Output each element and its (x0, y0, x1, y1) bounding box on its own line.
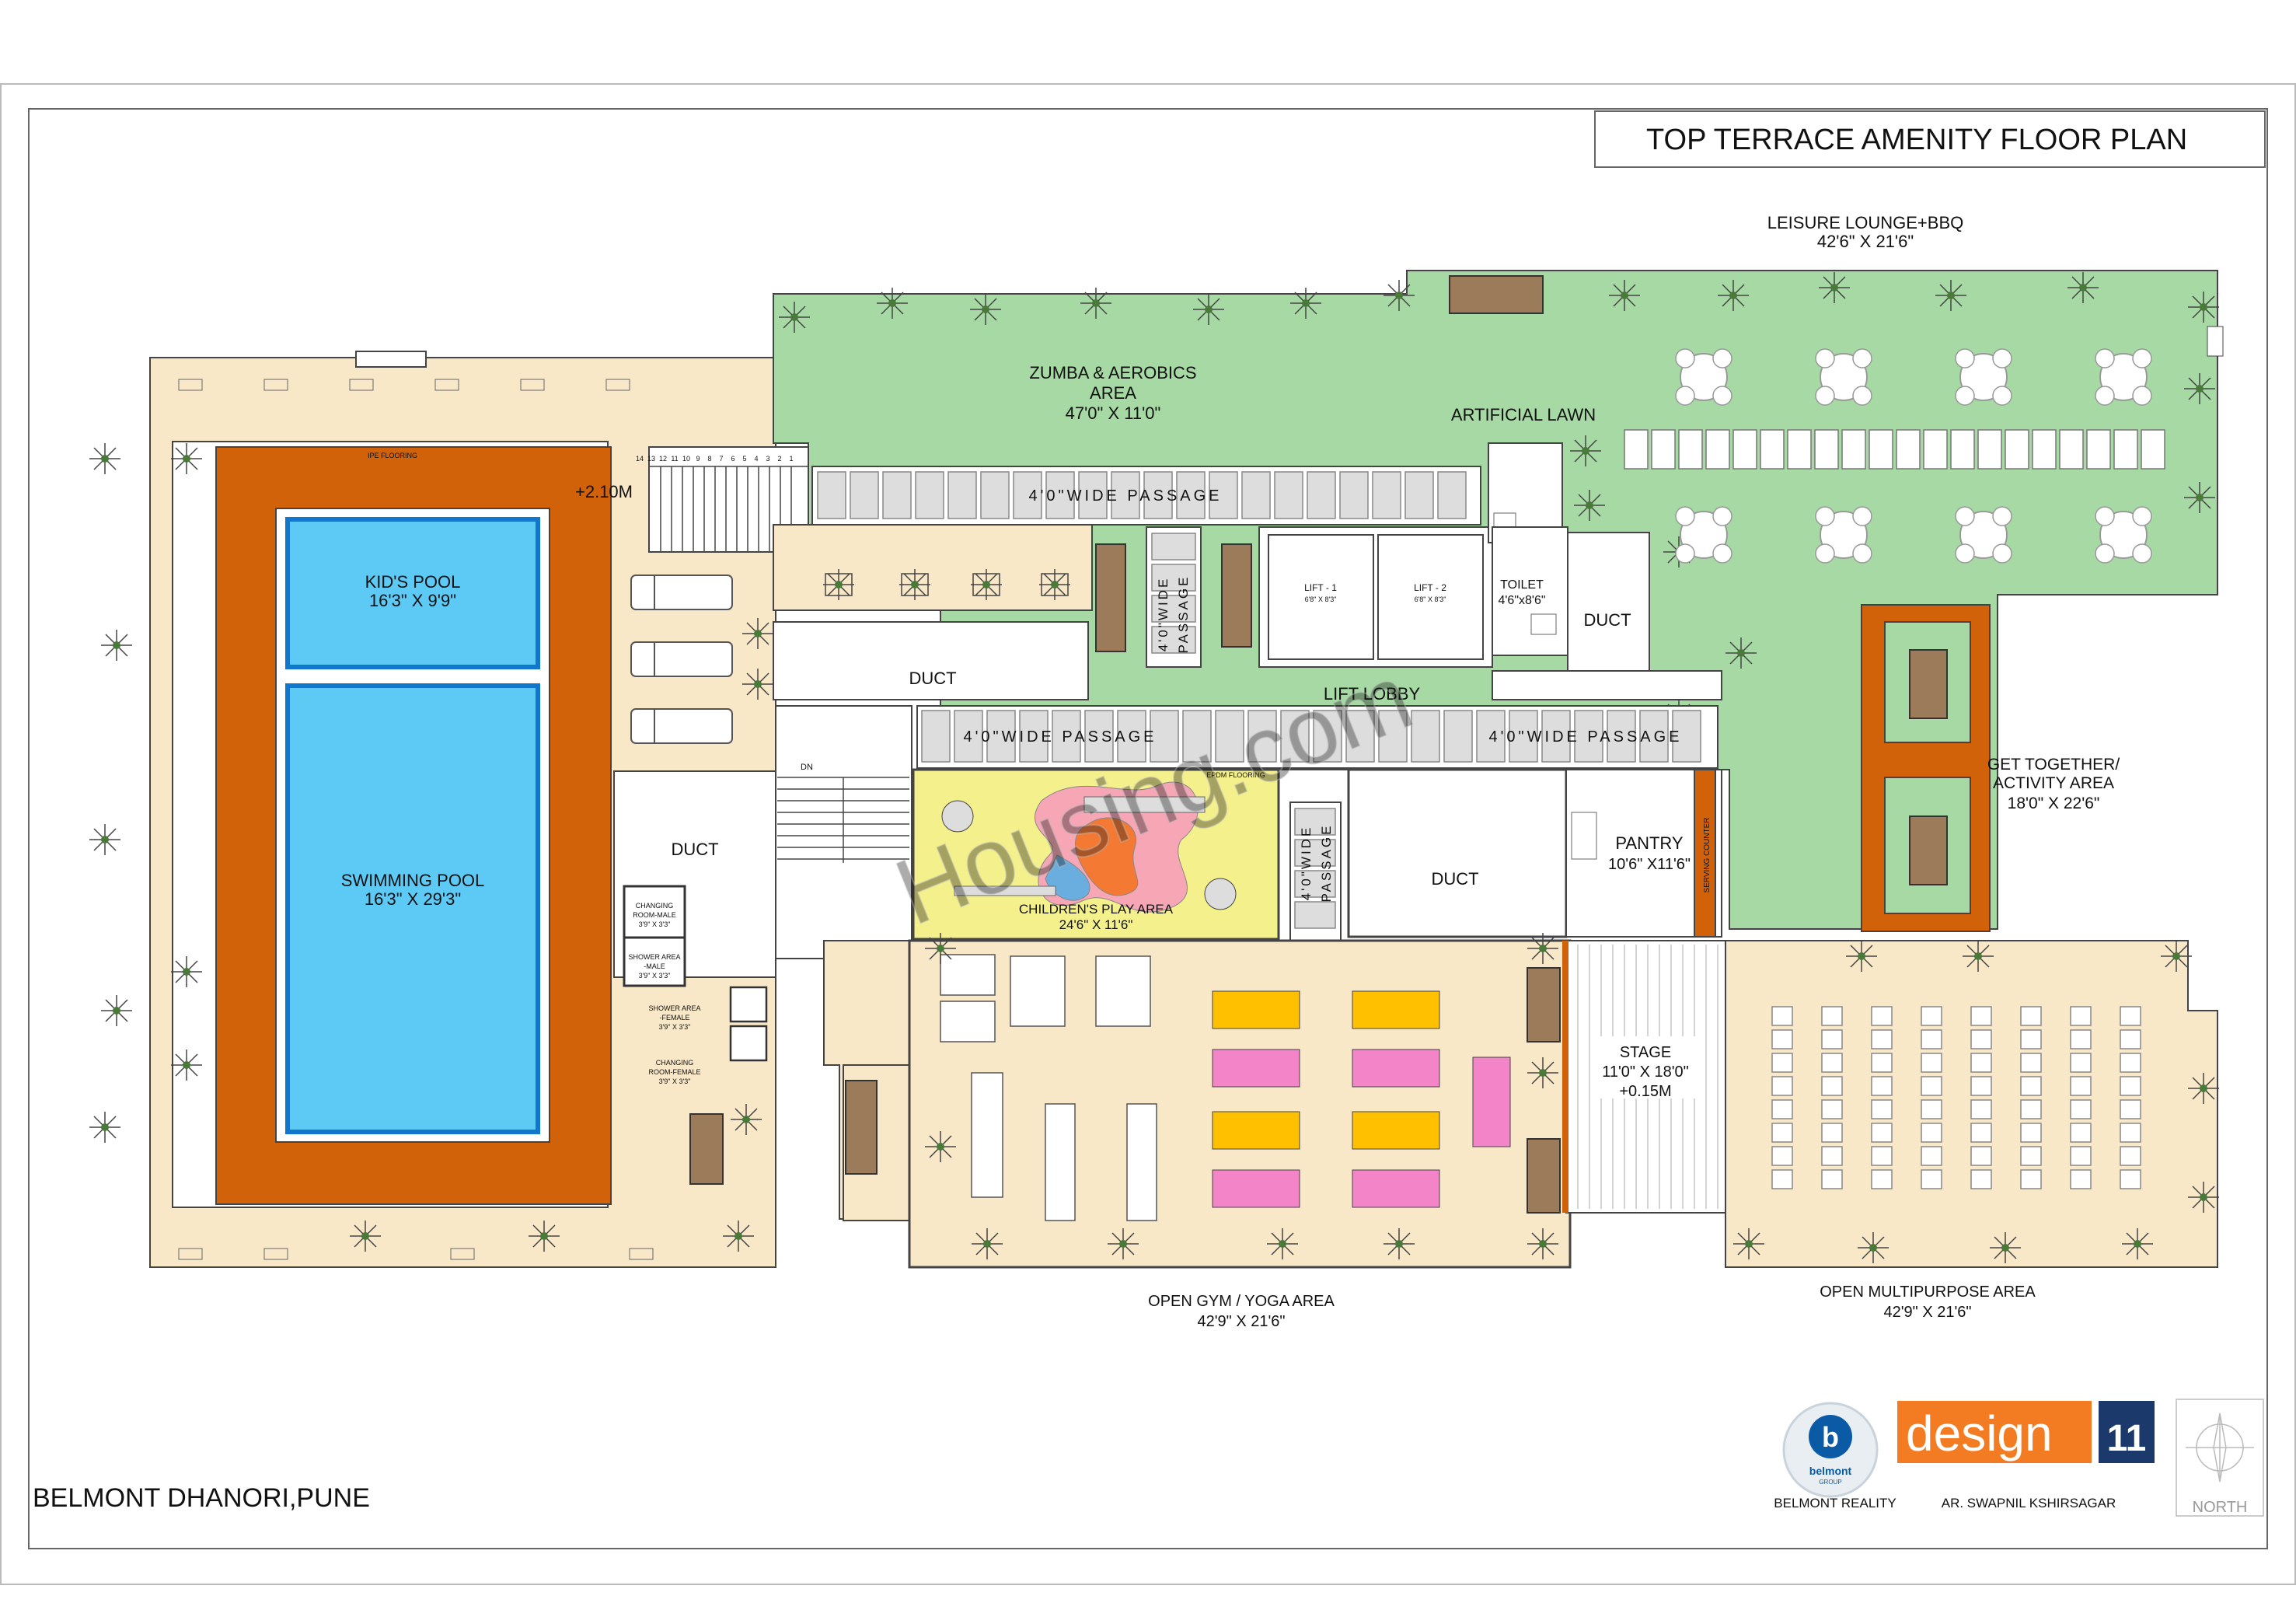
svg-text:4'0"WIDE PASSAGE: 4'0"WIDE PASSAGE (1488, 728, 1682, 746)
svg-text:+0.15M: +0.15M (1619, 1083, 1671, 1100)
svg-text:CHANGING: CHANGING (636, 902, 674, 910)
svg-text:-FEMALE: -FEMALE (659, 1014, 689, 1022)
svg-text:b: b (1822, 1421, 1839, 1453)
open-gym-yoga-area (908, 939, 1572, 1269)
svg-text:PASSAGE: PASSAGE (1176, 575, 1191, 654)
svg-text:11'0" X 18'0": 11'0" X 18'0" (1602, 1063, 1689, 1081)
svg-text:belmont: belmont (1809, 1465, 1852, 1477)
svg-text:13: 13 (647, 455, 655, 463)
svg-text:9: 9 (696, 455, 700, 463)
svg-text:42'6" X 21'6": 42'6" X 21'6" (1817, 232, 1914, 251)
svg-text:SHOWER AREA: SHOWER AREA (628, 953, 680, 961)
plan-title: TOP TERRACE AMENITY FLOOR PLAN (1646, 124, 2187, 156)
svg-text:STAGE: STAGE (1620, 1044, 1671, 1061)
svg-text:ARTIFICIAL LAWN: ARTIFICIAL LAWN (1451, 405, 1596, 424)
svg-text:CHILDREN'S PLAY AREA: CHILDREN'S PLAY AREA (1019, 902, 1174, 917)
svg-text:AREA: AREA (1090, 383, 1136, 403)
svg-text:4'0"WIDE: 4'0"WIDE (1299, 826, 1314, 901)
svg-text:3: 3 (766, 455, 769, 463)
svg-text:SWIMMING POOL: SWIMMING POOL (341, 871, 485, 890)
svg-text:OPEN MULTIPURPOSE AREA: OPEN MULTIPURPOSE AREA (1820, 1283, 2036, 1301)
svg-text:10: 10 (682, 455, 690, 463)
svg-text:11: 11 (2107, 1418, 2147, 1459)
svg-text:EPDM FLOORING: EPDM FLOORING (1206, 771, 1265, 779)
serving-counter (1694, 769, 1716, 938)
svg-text:LIFT - 2: LIFT - 2 (1414, 582, 1446, 593)
duct-right (1567, 532, 1650, 672)
svg-text:4'0"WIDE PASSAGE: 4'0"WIDE PASSAGE (963, 728, 1157, 746)
svg-text:42'9" X 21'6": 42'9" X 21'6" (1197, 1313, 1285, 1330)
svg-text:2: 2 (777, 455, 781, 463)
svg-text:-MALE: -MALE (644, 962, 665, 970)
svg-text:4: 4 (754, 455, 758, 463)
duct-center (1347, 768, 1568, 938)
svg-text:18'0" X 22'6": 18'0" X 22'6" (2008, 795, 2100, 812)
swimming-pool (285, 683, 540, 1134)
design11-logo (1897, 1401, 2092, 1463)
compass-icon (2186, 1413, 2254, 1483)
svg-text:5: 5 (742, 455, 746, 463)
svg-text:6'8" X 8'3": 6'8" X 8'3" (1305, 595, 1337, 603)
svg-text:IPE FLOORING: IPE FLOORING (368, 452, 417, 459)
svg-text:3'9" X 3'3": 3'9" X 3'3" (639, 972, 671, 980)
svg-text:DUCT: DUCT (1583, 610, 1631, 630)
svg-text:7: 7 (719, 455, 723, 463)
svg-text:TOILET: TOILET (1500, 578, 1544, 592)
svg-text:4'0"WIDE PASSAGE: 4'0"WIDE PASSAGE (1028, 487, 1222, 505)
svg-text:PASSAGE: PASSAGE (1319, 824, 1334, 903)
svg-text:42'9" X 21'6": 42'9" X 21'6" (1883, 1304, 1971, 1321)
svg-text:4'0"WIDE: 4'0"WIDE (1156, 577, 1171, 652)
project-name: BELMONT DHANORI,PUNE (33, 1483, 370, 1513)
svg-text:DUCT: DUCT (1431, 869, 1478, 889)
kids-pool (285, 517, 540, 669)
svg-text:ZUMBA & AEROBICS: ZUMBA & AEROBICS (1029, 363, 1196, 382)
svg-text:6'8" X 8'3": 6'8" X 8'3" (1415, 595, 1446, 603)
svg-text:DN: DN (801, 763, 813, 772)
svg-text:DUCT: DUCT (909, 669, 956, 688)
svg-text:24'6" X 11'6": 24'6" X 11'6" (1059, 917, 1133, 932)
svg-text:DUCT: DUCT (671, 840, 718, 859)
svg-text:LEISURE LOUNGE+BBQ: LEISURE LOUNGE+BBQ (1767, 213, 1963, 232)
svg-text:12: 12 (659, 455, 667, 463)
svg-text:1: 1 (789, 455, 793, 463)
svg-text:ROOM-FEMALE: ROOM-FEMALE (648, 1068, 700, 1076)
svg-text:SHOWER AREA: SHOWER AREA (648, 1004, 700, 1012)
svg-text:16'3" X 29'3": 16'3" X 29'3" (365, 889, 461, 909)
duct-mid (773, 621, 1089, 700)
svg-text:ROOM-MALE: ROOM-MALE (633, 911, 676, 919)
svg-text:LIFT - 1: LIFT - 1 (1304, 582, 1337, 593)
svg-text:NORTH: NORTH (2193, 1499, 2248, 1516)
svg-text:10'6" X11'6": 10'6" X11'6" (1608, 856, 1691, 873)
svg-text:6: 6 (731, 455, 735, 463)
svg-text:8: 8 (707, 455, 711, 463)
svg-text:OPEN GYM / YOGA AREA: OPEN GYM / YOGA AREA (1148, 1293, 1335, 1310)
svg-text:3'9" X 3'3": 3'9" X 3'3" (639, 920, 671, 928)
svg-text:LIFT LOBBY: LIFT LOBBY (1324, 684, 1421, 704)
svg-text:ACTIVITY AREA: ACTIVITY AREA (1993, 774, 2114, 792)
svg-text:SERVING COUNTER: SERVING COUNTER (1703, 817, 1712, 892)
lift-1 (1268, 534, 1374, 660)
svg-text:16'3" X 9'9": 16'3" X 9'9" (369, 591, 456, 610)
svg-text:14: 14 (636, 455, 644, 463)
svg-text:11: 11 (671, 455, 678, 463)
svg-text:GROUP: GROUP (1819, 1479, 1841, 1486)
svg-text:KID'S POOL: KID'S POOL (365, 572, 461, 592)
svg-text:3'9" X 3'3": 3'9" X 3'3" (659, 1023, 691, 1031)
lift-2 (1377, 534, 1484, 660)
svg-text:4'6"x8'6": 4'6"x8'6" (1498, 594, 1545, 607)
svg-text:3'9" X 3'3": 3'9" X 3'3" (659, 1077, 691, 1085)
svg-text:+2.10M: +2.10M (575, 482, 633, 501)
svg-text:design: design (1906, 1406, 2053, 1462)
svg-text:47'0" X 11'0": 47'0" X 11'0" (1066, 403, 1161, 423)
svg-text:BELMONT REALITY: BELMONT REALITY (1774, 1496, 1896, 1510)
title-box (1594, 110, 2266, 168)
svg-text:GET TOGETHER/: GET TOGETHER/ (1987, 756, 2120, 774)
svg-text:CHANGING: CHANGING (656, 1059, 694, 1067)
svg-text:AR. SWAPNIL KSHIRSAGAR: AR. SWAPNIL KSHIRSAGAR (1942, 1496, 2116, 1510)
svg-text:PANTRY: PANTRY (1615, 833, 1684, 853)
